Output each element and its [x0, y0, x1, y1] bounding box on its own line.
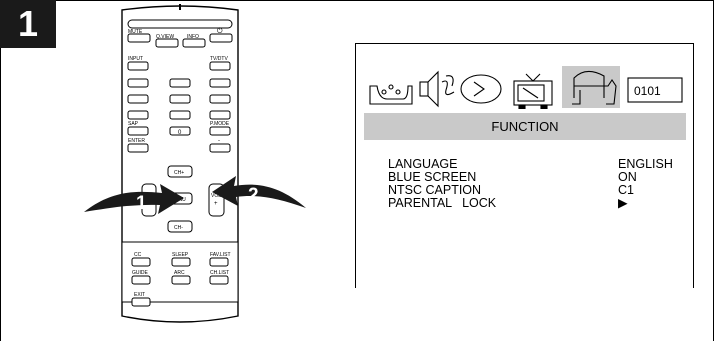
- osd-label: LANGUAGE: [388, 157, 458, 171]
- pmode-label: P.MODE: [210, 121, 230, 127]
- osd-function-header: FUNCTION: [364, 113, 686, 140]
- callout-arrow-2: [212, 176, 306, 208]
- osd-value: C1: [618, 183, 634, 197]
- guide-label: GUIDE: [132, 270, 149, 276]
- step-badge: 1: [0, 0, 56, 48]
- osd-menu-list: LANGUAGE ENGLISH BLUE SCREEN ON NTSC CAP…: [388, 158, 688, 210]
- osd-label: PARENTAL LOCK: [388, 196, 497, 210]
- osd-row-blue-screen[interactable]: BLUE SCREEN ON: [388, 171, 688, 184]
- cc-label: CC: [134, 252, 142, 258]
- tv-osd-screen: 0101 FUNCTION LANGUAGE ENGLISH BLUE SCRE…: [355, 43, 694, 288]
- favlist-label: FAV.LIST: [210, 252, 231, 258]
- arc-label: ARC: [174, 270, 185, 276]
- function-icon: [572, 70, 617, 105]
- picture-icon: [369, 84, 413, 105]
- time-icon: [460, 74, 502, 104]
- qview-label: Q.VIEW: [156, 34, 174, 40]
- vol-plus-label: +: [214, 201, 218, 207]
- callout-label-2: 2: [248, 185, 259, 206]
- osd-row-ntsc-caption[interactable]: NTSC CAPTION C1: [388, 184, 688, 197]
- tvdtv-label: TV/DTV: [210, 56, 228, 62]
- sap-label: SAP: [128, 121, 139, 127]
- osd-icon-row: 0101: [369, 66, 683, 109]
- callout-arrow-1: [84, 184, 184, 214]
- ch-up-label: CH+: [174, 170, 184, 176]
- osd-value: ON: [618, 170, 637, 184]
- dash-label: -: [218, 138, 220, 144]
- osd-value: ENGLISH: [618, 157, 673, 171]
- info-label: INFO: [187, 34, 199, 40]
- zero-label: 0: [178, 130, 182, 136]
- osd-row-parental-lock[interactable]: PARENTAL LOCK ▶: [388, 197, 688, 210]
- sound-icon: [419, 70, 455, 108]
- callout-label-1: 1: [136, 193, 147, 214]
- submenu-arrow-icon: ▶: [618, 196, 628, 210]
- osd-row-language[interactable]: LANGUAGE ENGLISH: [388, 158, 688, 171]
- enter-label: ENTER: [128, 138, 145, 144]
- osd-label: BLUE SCREEN: [388, 170, 477, 184]
- exit-label: EXIT: [134, 292, 145, 298]
- remote-illustration: MUTE Q.VIEW INFO ⏻ INPUT TV/DTV SAP 0 P.…: [84, 4, 306, 323]
- input-label: INPUT: [128, 56, 143, 62]
- ch-down-label: CH-: [174, 225, 183, 231]
- osd-label: NTSC CAPTION: [388, 183, 482, 197]
- power-label: ⏻: [217, 27, 223, 35]
- tv-setup-icon: [513, 73, 553, 109]
- vol-label: VOL: [211, 193, 221, 199]
- binary-icon-label: 0101: [634, 84, 661, 98]
- mute-label: MUTE: [128, 29, 143, 35]
- chlist-label: CH.LIST: [210, 270, 229, 276]
- sleep-label: SLEEP: [172, 252, 189, 258]
